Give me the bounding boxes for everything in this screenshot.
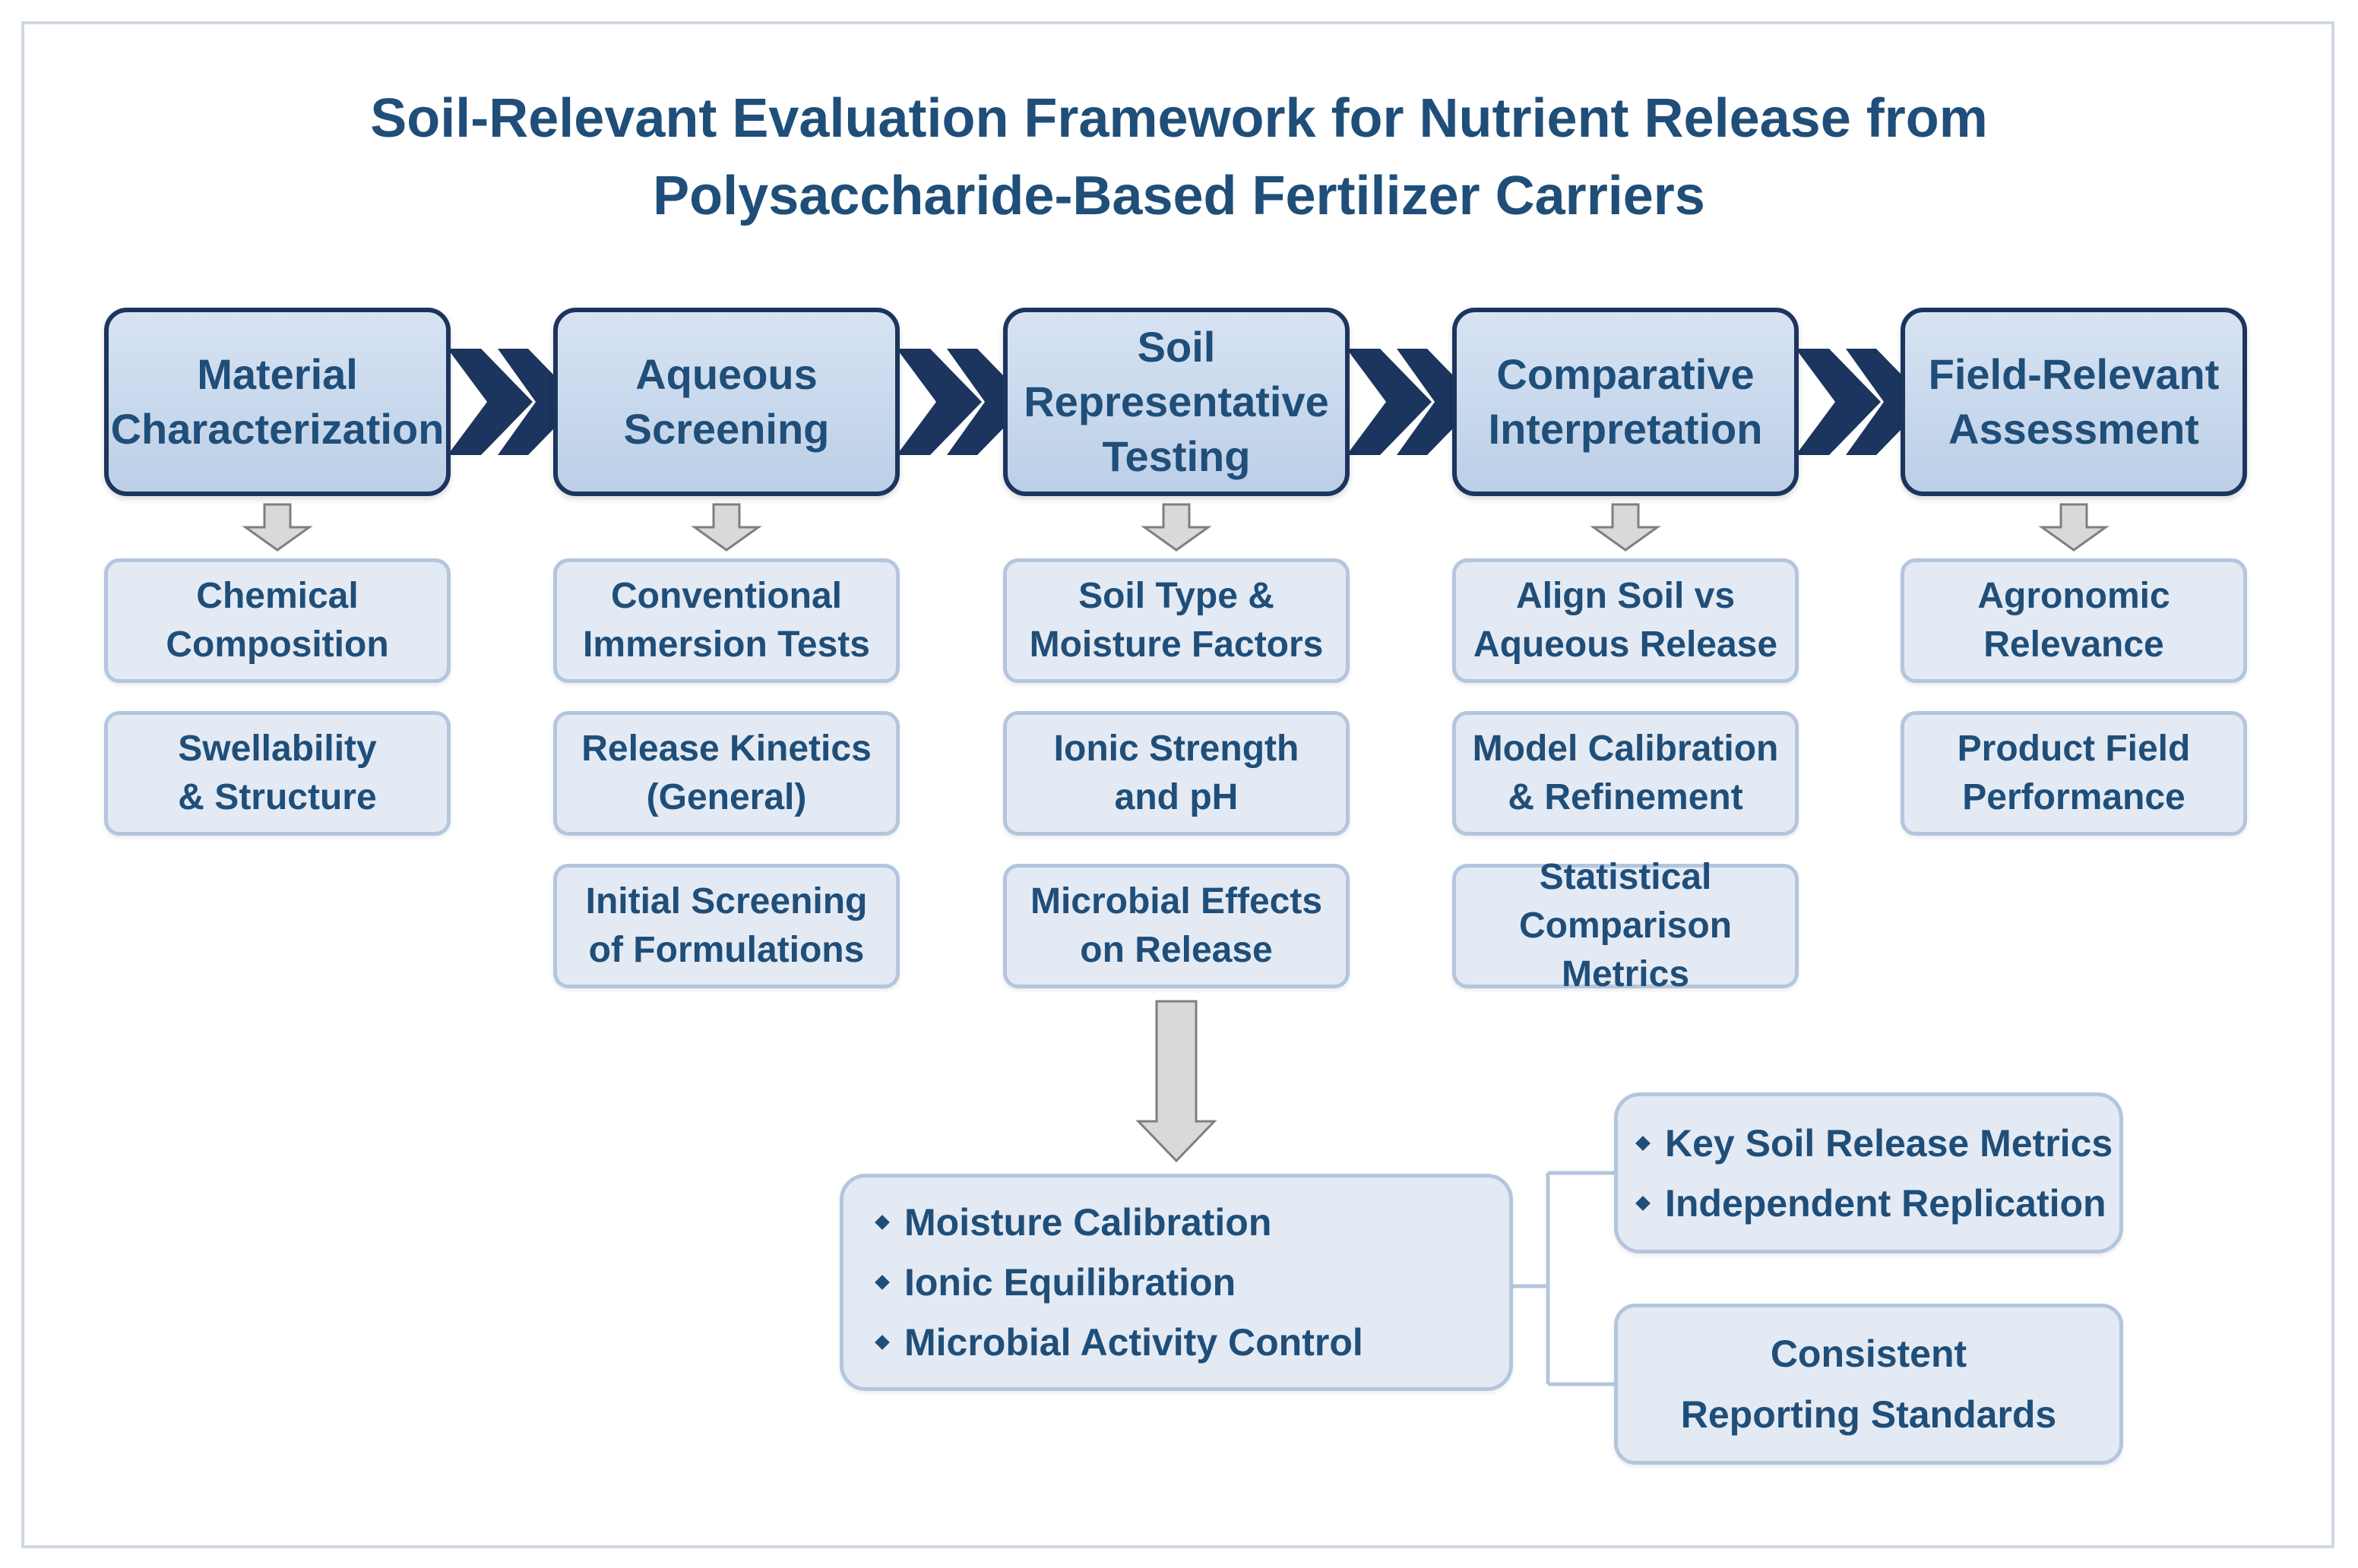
sub-box-chemical-composition: Chemical Composition [104, 558, 451, 683]
bullet-item: Ionic Equilibration [874, 1253, 1509, 1313]
bullet-item: Moisture Calibration [874, 1193, 1509, 1253]
down-arrow-icon [2038, 503, 2110, 552]
chevron-arrow-icon [498, 349, 580, 455]
down-arrow-icon [242, 503, 313, 552]
sub-box-microbial-effects: Microbial Effects on Release [1003, 864, 1350, 988]
diagram-title: Soil-Relevant Evaluation Framework for N… [0, 80, 2358, 235]
diamond-bullet-icon [875, 1335, 890, 1350]
title-line-2: Polysaccharide-Based Fertilizer Carriers [653, 166, 1705, 226]
sub-box-label: Agronomic Relevance [1977, 576, 2170, 665]
bullet-item: Independent Replication [1635, 1173, 2119, 1233]
sub-box-swellability-structure: Swellability & Structure [104, 711, 451, 836]
sub-box-agronomic-relevance: Agronomic Relevance [1901, 558, 2247, 683]
bullet-text: Moisture Calibration [904, 1201, 1272, 1244]
chevron-arrow-icon [1347, 349, 1432, 455]
stage-header-label: Soil Representative Testing [1024, 323, 1329, 480]
chevron-arrow-icon [947, 349, 1029, 455]
sub-box-label: Microbial Effects on Release [1030, 881, 1323, 970]
reporting-standards-box: Consistent Reporting Standards [1614, 1304, 2123, 1465]
sub-box-initial-screening: Initial Screening of Formulations [553, 864, 900, 988]
sub-box-model-calibration: Model Calibration & Refinement [1452, 711, 1799, 836]
bullet-item: Key Soil Release Metrics [1635, 1113, 2119, 1173]
title-line-1: Soil-Relevant Evaluation Framework for N… [370, 88, 1988, 149]
sub-box-label: Conventional Immersion Tests [583, 576, 870, 665]
sub-box-soil-type-moisture: Soil Type & Moisture Factors [1003, 558, 1350, 683]
metrics-box: Key Soil Release Metrics Independent Rep… [1614, 1092, 2123, 1253]
diamond-bullet-icon [875, 1275, 890, 1290]
reporting-label: Consistent Reporting Standards [1680, 1332, 2057, 1436]
stage-header-label: Field-Relevant Assessment [1928, 350, 2220, 453]
sub-box-label: Chemical Composition [166, 576, 389, 665]
chevron-arrow-icon [1397, 349, 1479, 455]
sub-box-label: Product Field Performance [1957, 729, 2191, 817]
down-arrow-icon [1590, 503, 1661, 552]
sub-box-statistical-comparison: Statistical Comparison Metrics [1452, 857, 1799, 994]
chevron-arrow-icon [1846, 349, 1928, 455]
sub-box-align-soil-aqueous: Align Soil vs Aqueous Release [1452, 558, 1799, 683]
bullet-text: Ionic Equilibration [904, 1261, 1236, 1304]
stage-header-field-relevant-assessment: Field-Relevant Assessment [1901, 308, 2247, 496]
large-down-arrow-icon [1135, 1000, 1217, 1163]
bullet-text: Independent Replication [1665, 1181, 2106, 1225]
stage-header-soil-representative-testing: Soil Representative Testing [1003, 308, 1350, 496]
protocol-controls-box: Moisture Calibration Ionic Equilibration… [840, 1174, 1513, 1391]
sub-box-release-kinetics: Release Kinetics (General) [553, 711, 900, 836]
bullet-item: Microbial Activity Control [874, 1313, 1509, 1373]
sub-box-label: Model Calibration & Refinement [1472, 729, 1779, 817]
down-arrow-icon [691, 503, 762, 552]
sub-box-label: Swellability & Structure [178, 729, 377, 817]
sub-box-label: Align Soil vs Aqueous Release [1473, 576, 1778, 665]
sub-box-label: Statistical Comparison Metrics [1518, 857, 1733, 994]
bullet-text: Key Soil Release Metrics [1665, 1121, 2113, 1165]
stage-header-label: Material Characterization [110, 350, 445, 453]
chevron-arrow-icon [448, 349, 533, 455]
chevron-arrow-icon [897, 349, 982, 455]
diagram-frame [21, 21, 2334, 1548]
diamond-bullet-icon [875, 1215, 890, 1230]
sub-box-label: Ionic Strength and pH [1053, 729, 1299, 817]
stage-header-material-characterization: Material Characterization [104, 308, 451, 496]
sub-box-label: Release Kinetics (General) [581, 729, 872, 817]
sub-box-ionic-strength-ph: Ionic Strength and pH [1003, 711, 1350, 836]
stage-header-aqueous-screening: Aqueous Screening [553, 308, 900, 496]
sub-box-label: Soil Type & Moisture Factors [1029, 576, 1324, 665]
stage-header-label: Aqueous Screening [623, 350, 830, 453]
down-arrow-icon [1141, 503, 1212, 552]
sub-box-product-field-performance: Product Field Performance [1901, 711, 2247, 836]
bullet-text: Microbial Activity Control [904, 1321, 1363, 1364]
chevron-arrow-icon [1796, 349, 1881, 455]
diamond-bullet-icon [1635, 1195, 1651, 1211]
stage-header-label: Comparative Interpretation [1488, 350, 1763, 453]
sub-box-conventional-immersion-tests: Conventional Immersion Tests [553, 558, 900, 683]
diamond-bullet-icon [1635, 1135, 1651, 1151]
sub-box-label: Initial Screening of Formulations [585, 881, 868, 970]
stage-header-comparative-interpretation: Comparative Interpretation [1452, 308, 1799, 496]
